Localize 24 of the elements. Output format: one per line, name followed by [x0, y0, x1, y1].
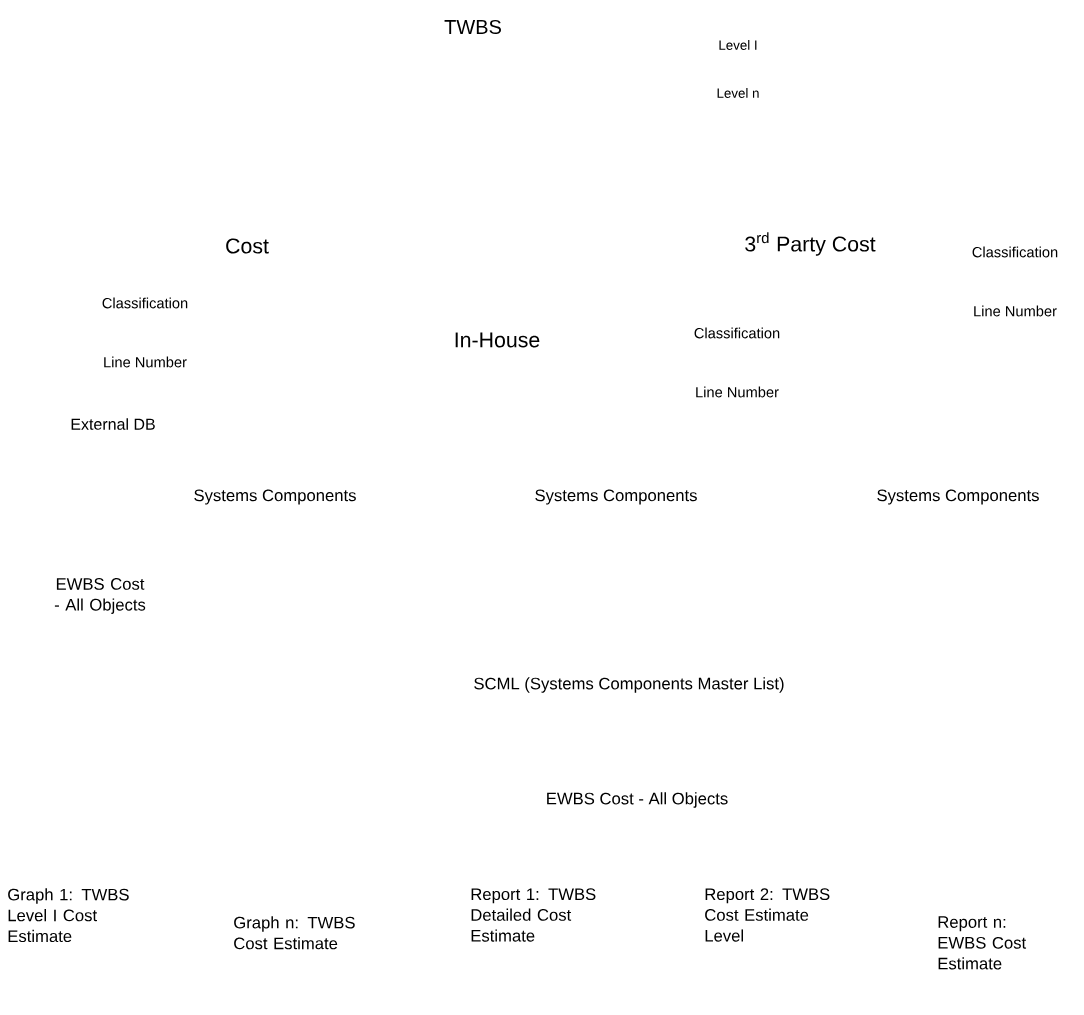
field-text: Classification	[694, 327, 780, 339]
component-text: Systems Components	[535, 489, 697, 505]
output-text: Report 1: TWBS Detailed Cost Estimate	[471, 888, 596, 942]
field-text: Line Number	[696, 386, 779, 398]
field-text: Line Number	[974, 305, 1057, 317]
level-text: Level n	[717, 88, 759, 98]
output-text: Report n: EWBS Cost Estimate	[938, 916, 1027, 970]
heading-text: TWBS	[444, 19, 501, 35]
cost-text: EWBS Cost - All Objects	[54, 578, 146, 614]
field-text: Classification	[102, 297, 188, 309]
component-text: Systems Components	[194, 489, 356, 505]
field-text: Classification	[972, 246, 1058, 258]
source-heading: 3$^{rd}$ Party Cost	[745, 232, 876, 256]
output-text: Report 2: TWBS Cost Estimate Level	[705, 888, 830, 942]
cost-text: EWBS Cost - All Objects	[547, 792, 728, 808]
field-text: Line Number	[104, 356, 187, 368]
output-text: Graph 1: TWBS Level I Cost Estimate	[8, 888, 129, 943]
level-text: Level I	[719, 40, 757, 50]
source-heading: In-House	[455, 332, 540, 348]
database-text: External DB	[71, 418, 155, 430]
master-list-text: SCML (Systems Components Master List)	[474, 677, 784, 693]
output-text: Graph n: TWBS Cost Estimate	[234, 916, 355, 950]
component-text: Systems Components	[877, 489, 1039, 505]
source-heading: Cost	[226, 238, 269, 254]
